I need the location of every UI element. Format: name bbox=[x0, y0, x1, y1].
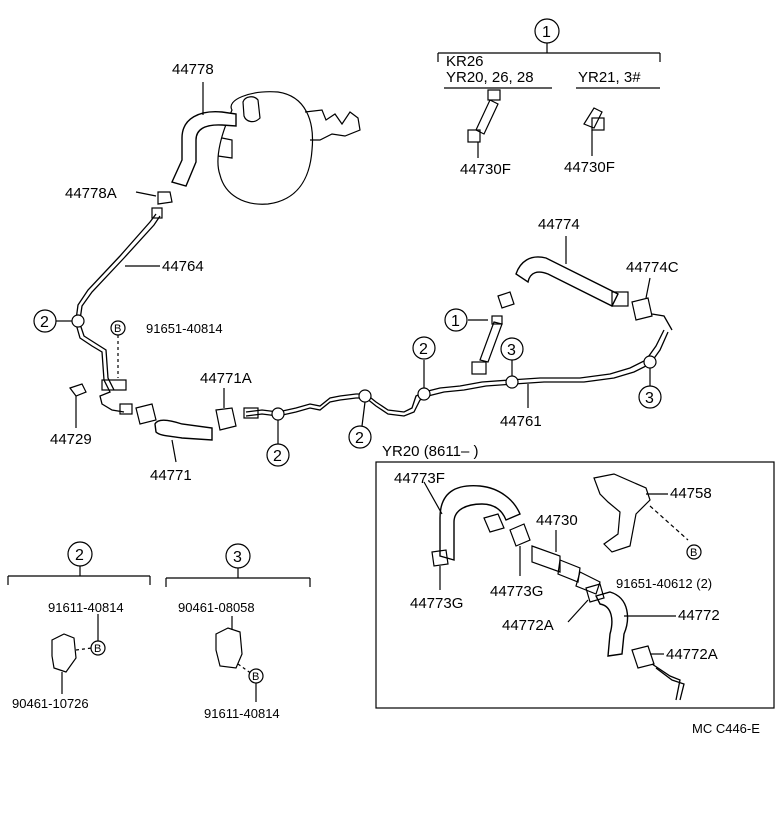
fitting-44730f-a bbox=[467, 89, 501, 158]
variant-a-line1: KR26 bbox=[446, 53, 484, 70]
hose-44771 bbox=[154, 419, 213, 463]
hose-44774 bbox=[515, 236, 629, 307]
inset-bracket-44758 bbox=[593, 473, 689, 553]
svg-text:2: 2 bbox=[273, 448, 282, 465]
clamp-cluster bbox=[135, 403, 237, 431]
label-44758: 44758 bbox=[670, 485, 712, 502]
svg-text:B: B bbox=[94, 643, 101, 655]
callout-3-a: 3 bbox=[500, 337, 524, 376]
detail2-clamp: 90461-10726 bbox=[12, 696, 89, 711]
variant-b: YR21, 3# bbox=[578, 69, 641, 86]
svg-text:B: B bbox=[252, 671, 259, 683]
label-44771a: 44771A bbox=[200, 370, 252, 387]
svg-text:3: 3 bbox=[507, 342, 516, 359]
inset-part-44730 bbox=[509, 523, 601, 595]
label-44773g-b: 44773G bbox=[490, 583, 543, 600]
label-44772a-a: 44772A bbox=[502, 617, 554, 634]
label-44774: 44774 bbox=[538, 216, 580, 233]
callout-2-b: 2 bbox=[348, 401, 372, 449]
label-44773f: 44773F bbox=[394, 470, 445, 487]
label-44778: 44778 bbox=[172, 61, 214, 78]
label-44772: 44772 bbox=[678, 607, 720, 624]
leader-44772a-a bbox=[567, 599, 589, 623]
svg-text:3: 3 bbox=[233, 549, 242, 566]
label-44772a-b: 44772A bbox=[666, 646, 718, 663]
callout-2-left: 2 bbox=[33, 309, 85, 333]
inset-clamp-44772a-b bbox=[631, 645, 685, 701]
detail2-bolt: 91611-40814 bbox=[48, 600, 124, 615]
variant-box: 1 bbox=[437, 18, 661, 89]
svg-text:B: B bbox=[690, 547, 697, 559]
svg-text:B: B bbox=[114, 323, 121, 335]
inset-title: YR20 (8611– ) bbox=[382, 443, 478, 460]
bolt-91651-40814: B bbox=[110, 320, 126, 378]
clamp-44778a bbox=[135, 191, 173, 205]
figure-code: MC C446-E bbox=[692, 721, 760, 736]
inset-hose-44772 bbox=[585, 583, 676, 657]
label-44778a: 44778A bbox=[65, 185, 117, 202]
detail-3: 3 B bbox=[165, 543, 311, 702]
inset-box bbox=[375, 461, 775, 709]
label-91651-40814: 91651-40814 bbox=[146, 321, 223, 336]
svg-text:1: 1 bbox=[542, 24, 551, 41]
clamp-44774c bbox=[631, 277, 673, 331]
detail3-bolt: 91611-40814 bbox=[204, 706, 280, 721]
callout-3-b: 3 bbox=[638, 368, 662, 409]
pipe-lower-left bbox=[75, 323, 133, 415]
label-44730f-a: 44730F bbox=[460, 161, 511, 178]
detail-2: 2 B bbox=[7, 541, 151, 694]
callout-2-a: 2 bbox=[266, 420, 290, 467]
inset-clamp-44773g-a bbox=[431, 549, 449, 590]
label-91651-40612: 91651-40612 (2) bbox=[616, 576, 712, 591]
label-44764: 44764 bbox=[162, 258, 204, 275]
fitting-44730f-main: 1 bbox=[444, 291, 515, 375]
label-44773g-a: 44773G bbox=[410, 595, 463, 612]
inset-bolt-91651-40612: B bbox=[686, 544, 702, 560]
svg-text:2: 2 bbox=[355, 430, 364, 447]
label-44729: 44729 bbox=[50, 431, 92, 448]
detail3-clamp: 90461-08058 bbox=[178, 600, 255, 615]
svg-text:3: 3 bbox=[645, 390, 654, 407]
fitting-44730f-b bbox=[583, 107, 605, 156]
inset-hose-44773f bbox=[423, 481, 521, 561]
label-44730f-b: 44730F bbox=[564, 159, 615, 176]
pipe-44764 bbox=[75, 207, 163, 321]
label-44774c: 44774C bbox=[626, 259, 679, 276]
svg-text:2: 2 bbox=[40, 314, 49, 331]
label-44761: 44761 bbox=[500, 413, 542, 430]
label-44771: 44771 bbox=[150, 467, 192, 484]
svg-text:2: 2 bbox=[419, 341, 428, 358]
callout-2-c: 2 bbox=[412, 336, 436, 388]
grommet-44729 bbox=[69, 383, 87, 428]
junctions bbox=[271, 355, 657, 421]
svg-text:1: 1 bbox=[451, 313, 460, 330]
variant-a-line2: YR20, 26, 28 bbox=[446, 69, 534, 86]
svg-text:2: 2 bbox=[75, 547, 84, 564]
hose-44778 bbox=[171, 82, 237, 187]
master-cylinder bbox=[217, 91, 361, 205]
label-44730: 44730 bbox=[536, 512, 578, 529]
pipe-44761 bbox=[243, 329, 669, 419]
